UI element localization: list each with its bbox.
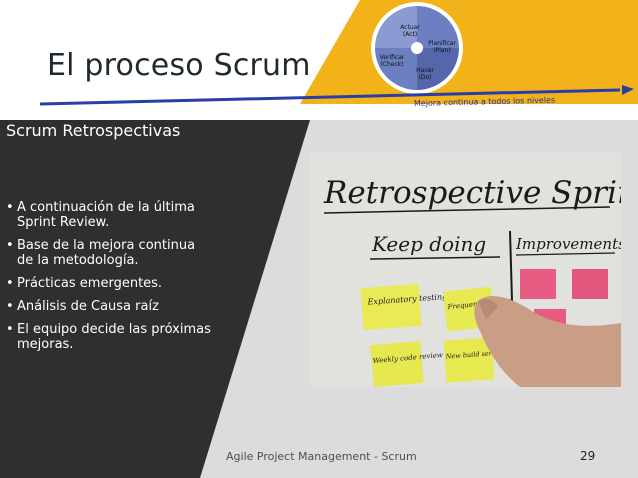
retrospective-photo: Retrospective Sprint 42 Keep doing Impro… bbox=[310, 151, 621, 387]
pdca-check-en: (Check) bbox=[380, 61, 403, 68]
pink-note bbox=[572, 269, 608, 299]
bullet-list: •A continuación de la última Sprint Revi… bbox=[6, 200, 211, 360]
bullet-item: •A continuación de la última Sprint Revi… bbox=[6, 200, 195, 230]
pdca-plan-label: Planificar bbox=[428, 40, 456, 47]
pdca-plan-en: (Plan) bbox=[433, 47, 450, 54]
pdca-do-en: (Do) bbox=[419, 74, 432, 81]
footer-text: Agile Project Management - Scrum bbox=[226, 450, 417, 463]
pdca-check-label: Verificar bbox=[380, 54, 405, 61]
section-subtitle: Scrum Retrospectivas bbox=[6, 121, 181, 140]
arrow-label: Mejora continua a todos los niveles bbox=[414, 96, 555, 108]
bullet-item: •Base de la mejora continua de la metodo… bbox=[6, 238, 196, 268]
slide-title: El proceso Scrum bbox=[47, 48, 311, 83]
banner-yellow-shape bbox=[300, 0, 638, 104]
whiteboard-heading: Retrospective Sprint 42 bbox=[323, 175, 621, 211]
whiteboard-col-improve: Improvements bbox=[515, 235, 621, 253]
pdca-banner: Actuar (Act) Planificar (Plan) Verificar… bbox=[39, 0, 638, 108]
pink-note bbox=[520, 269, 556, 299]
page-number: 29 bbox=[580, 449, 596, 463]
whiteboard-col-keep: Keep doing bbox=[371, 232, 486, 256]
improvement-arrow: Mejora continua a todos los niveles bbox=[39, 85, 634, 108]
sticky-note-new-build: New build server bbox=[443, 337, 504, 383]
bullet-item: •El equipo decide las próximas mejoras. bbox=[6, 322, 211, 352]
pdca-cycle: Actuar (Act) Planificar (Plan) Verificar… bbox=[371, 2, 463, 94]
pdca-act-label: Actuar bbox=[400, 24, 420, 31]
pdca-do-label: Hacer bbox=[416, 67, 434, 74]
bullet-item: •Análisis de Causa raíz bbox=[6, 299, 159, 314]
hand-image bbox=[474, 296, 621, 387]
dark-panel bbox=[0, 120, 310, 478]
bullet-item: •Prácticas emergentes. bbox=[6, 276, 163, 291]
pdca-act-en: (Act) bbox=[403, 31, 417, 38]
